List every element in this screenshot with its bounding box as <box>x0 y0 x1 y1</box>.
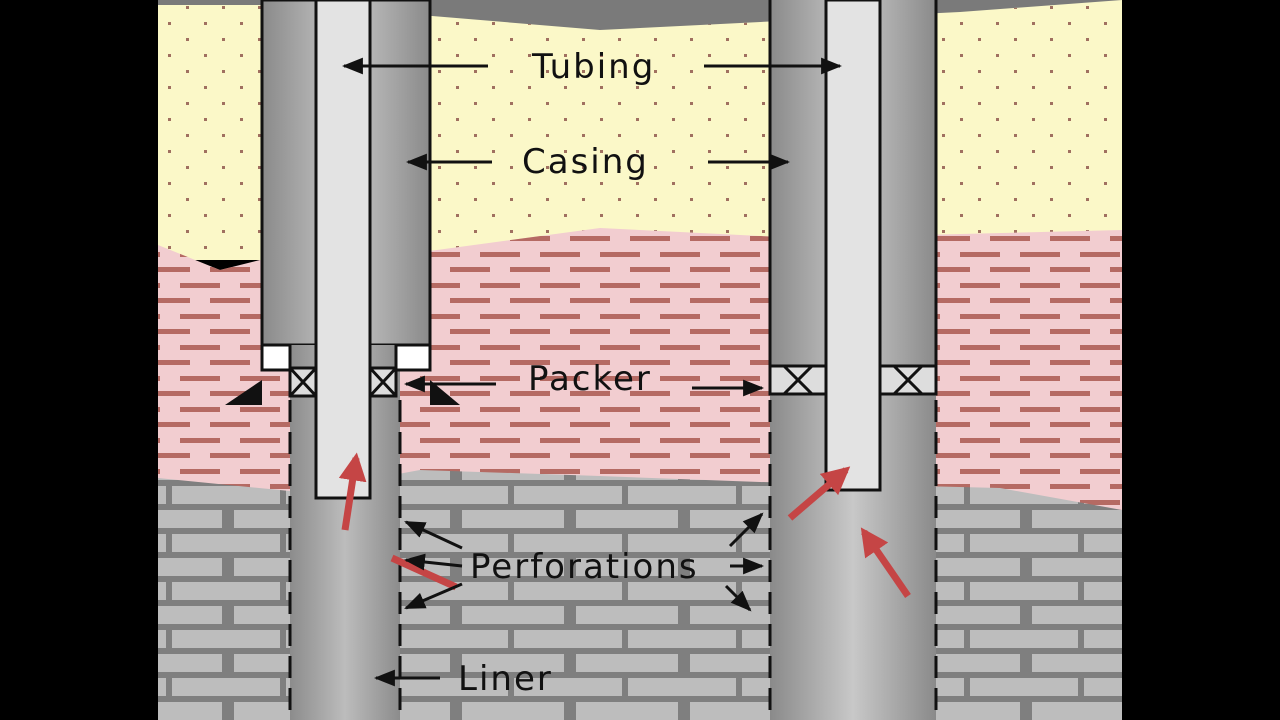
flow-arrow-icon <box>860 527 911 598</box>
label-arrow-icon <box>724 584 752 612</box>
label-arrow-icon <box>404 582 463 610</box>
cement-wedge-icon <box>225 380 262 405</box>
packer-seal-icon <box>288 366 398 398</box>
left-tubing <box>314 0 372 500</box>
label-pointers <box>341 57 843 687</box>
label-arrow-icon <box>404 520 463 550</box>
casing-label: Casing <box>522 142 649 182</box>
label-arrow-icon <box>728 512 764 548</box>
label-arrow-icon <box>403 553 463 571</box>
left-well <box>225 0 460 720</box>
perforations-label: Perforations <box>470 547 699 587</box>
flow-arrow-icon <box>390 554 458 591</box>
liner-label: Liner <box>458 659 553 699</box>
right-well <box>768 0 938 720</box>
flow-arrow-icon <box>338 452 367 531</box>
flow-arrow-icon <box>787 466 851 521</box>
tubing-label: Tubing <box>532 47 656 87</box>
packer-seal-icon <box>768 364 938 396</box>
right-tubing <box>824 0 882 492</box>
cement-wedge-icon <box>430 380 460 405</box>
packer-label: Packer <box>528 359 652 399</box>
right-perforation-wall <box>768 400 938 720</box>
flow-arrows <box>338 452 911 598</box>
